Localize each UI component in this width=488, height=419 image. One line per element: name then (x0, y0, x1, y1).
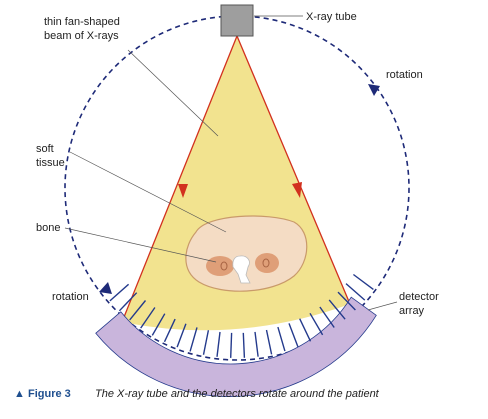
caption-text: The X-ray tube and the detectors rotate … (95, 388, 380, 400)
detector-cell-divider (140, 307, 156, 329)
beam-arrow-left (178, 184, 188, 198)
soft-tissue-label-line2: tissue (36, 157, 65, 169)
detector-array (95, 296, 377, 397)
detector-cell-divider (309, 312, 324, 336)
xray-tube-label: X-ray tube (306, 11, 357, 23)
bone-right (255, 253, 279, 273)
rotation-label-left: rotation (52, 291, 89, 303)
beam-label-line1: thin fan-shaped (44, 16, 120, 28)
detector-label-line1: detector (399, 291, 439, 303)
detector-cell-divider (216, 331, 221, 357)
caption-marker: ▲ (14, 388, 25, 400)
rotation-label-right: rotation (386, 69, 423, 81)
detector-cell-divider (176, 323, 187, 348)
leader-beam (127, 49, 219, 137)
leader-detector (367, 301, 398, 311)
detector-cell-divider (151, 313, 166, 336)
detector-cell-divider (299, 318, 312, 342)
detector-cell-divider (189, 327, 198, 352)
detector-cells (109, 273, 374, 358)
bone-label: bone (36, 222, 60, 234)
detector-cell-divider (265, 329, 273, 355)
detector-cell-divider (202, 330, 210, 355)
leader-bone (64, 227, 217, 263)
rotation-arrow-left (99, 282, 112, 294)
rotation-arrow-right (368, 84, 380, 96)
beam-arrow-right (292, 182, 302, 198)
detector-cell-divider (242, 332, 246, 358)
detector-cell-divider (118, 292, 138, 312)
detector-label-line2: array (399, 305, 425, 317)
bone-left-marrow (220, 261, 228, 271)
spine (232, 255, 251, 284)
detector-cell-divider (337, 291, 356, 311)
detector-cell-divider (328, 299, 346, 320)
detector-cell-divider (109, 283, 130, 302)
bone-left (206, 256, 234, 276)
soft-tissue-label-line1: soft (36, 143, 54, 155)
caption-figure-number: Figure 3 (28, 388, 71, 400)
beam-label-line2: beam of X-rays (44, 30, 119, 42)
detector-cell-divider (163, 318, 176, 343)
detector-cell-divider (254, 331, 259, 357)
xray-tube (220, 4, 254, 37)
detector-cell-divider (230, 332, 233, 358)
detector-cell-divider (129, 300, 147, 321)
detector-cell-divider (345, 283, 366, 301)
detector-cell-divider (277, 326, 286, 352)
detector-cell-divider (288, 323, 299, 347)
detector-cell-divider (352, 273, 374, 290)
beam-edge-right (236, 35, 351, 305)
leader-soft-tissue (69, 151, 227, 233)
beam-edge-left (121, 35, 238, 323)
detector-cell-divider (319, 306, 335, 328)
bone-right-marrow (262, 258, 270, 268)
